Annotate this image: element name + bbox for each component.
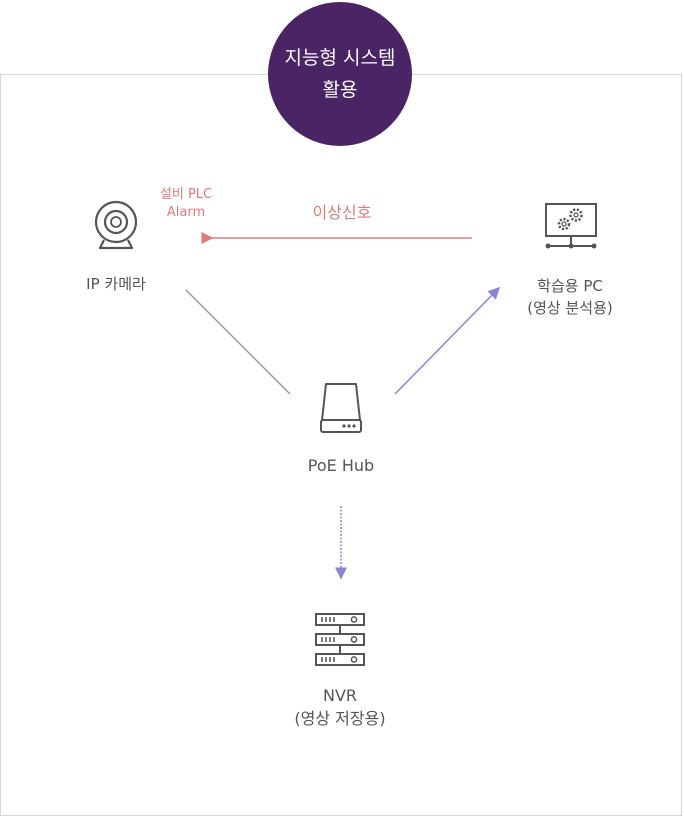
plc-alarm-line2: Alarm <box>166 205 206 220</box>
plc-alarm-line1: 설비 PLC <box>159 187 213 202</box>
title-badge: 지능형 시스템 활용 <box>268 2 412 146</box>
monitor-gears-icon <box>545 203 597 249</box>
server-rack-icon <box>315 613 365 666</box>
pc-label-line1: 학습용 PC <box>537 277 603 295</box>
camera-label: IP 카메라 <box>86 275 146 293</box>
pc-label-line2: (영상 분석용) <box>527 299 613 317</box>
camera-hub-link <box>185 289 291 395</box>
nvr-label-line1: NVR <box>322 686 358 705</box>
badge-title-line1: 지능형 시스템 <box>284 47 396 69</box>
badge-title-line2: 활용 <box>322 79 358 101</box>
abnormal-signal-label: 이상신호 <box>312 203 372 222</box>
hub-label: PoE Hub <box>307 456 375 475</box>
hub-pc-arrow <box>394 286 501 395</box>
pc-label: 학습용 PC (영상 분석용) <box>510 275 630 319</box>
plc-alarm-label: 설비 PLC Alarm <box>146 186 226 222</box>
webcam-icon <box>94 200 138 250</box>
nvr-label-line2: (영상 저장용) <box>294 709 386 728</box>
hub-device-icon <box>320 383 362 433</box>
nvr-label: NVR (영상 저장용) <box>270 684 410 730</box>
